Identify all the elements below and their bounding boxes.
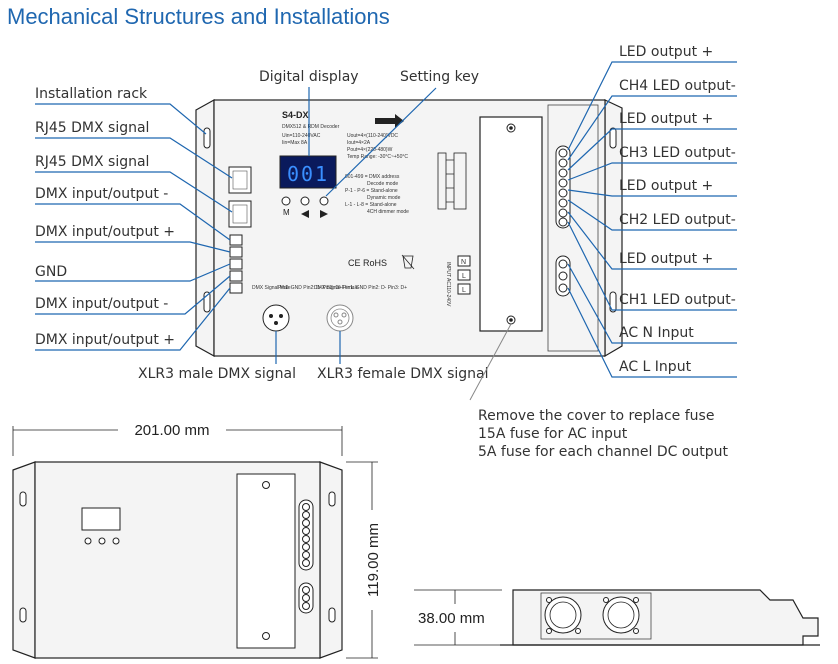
- spec-out-voltage: Uout=4×(110-240)VDC: [347, 133, 398, 139]
- dimension-depth: 38.00 mm: [418, 610, 485, 627]
- terminal-d-plus-2: [229, 282, 243, 294]
- terminal-gnd: [229, 258, 243, 270]
- certification-marks: CE RoHS: [348, 258, 387, 268]
- fuse-note-line-1: Remove the cover to replace fuse: [478, 408, 714, 424]
- fuse-note-line-3: 5A fuse for each channel DC output: [478, 444, 729, 460]
- label-ac-n: AC N Input: [619, 325, 694, 341]
- left-arrow-icon: [301, 210, 309, 218]
- direction-arrow-icon: [375, 114, 404, 128]
- dimension-height: 119.00 mm: [365, 523, 382, 597]
- terminal-d-minus-1: [229, 234, 243, 246]
- label-dmx-plus-2: DMX input/output +: [35, 332, 175, 348]
- weee-bin-icon: [402, 255, 414, 269]
- mode-line-2: P-1 - P-6 = Stand-alone: [345, 188, 398, 194]
- mode-line-3: L-1 - L-8 = Stand-alone: [345, 202, 397, 208]
- spec-out-power: Pout=4×(220-480)W: [347, 147, 393, 153]
- front-fuse-cover: [236, 473, 296, 649]
- terminal-d-minus-2: [229, 270, 243, 282]
- rack-hole-top-right: [609, 127, 617, 149]
- right-arrow-icon: [320, 210, 328, 218]
- label-ch3: CH3 LED output-: [619, 145, 736, 161]
- rj45-port-2-socket: [232, 204, 248, 224]
- label-ch1: CH1 LED output-: [619, 292, 736, 308]
- mode-line-3b: 4CH dimmer mode: [367, 209, 409, 215]
- device-subtitle: DMX512 & RDM Decoder: [282, 124, 340, 130]
- label-digital-display: Digital display: [259, 69, 359, 85]
- left-callouts: Installation rack RJ45 DMX signal RJ45 D…: [35, 86, 233, 351]
- label-ac-l: AC L Input: [619, 359, 692, 375]
- ac-terminal-n: [457, 255, 471, 267]
- ac-terminal-l2: [457, 283, 471, 295]
- button-mode-label: M: [283, 208, 290, 217]
- bottom-callouts: XLR3 male DMX signal XLR3 female DMX sig…: [138, 323, 512, 401]
- label-dmx-plus-1: DMX input/output +: [35, 224, 175, 240]
- fuse-note-line-2: 15A fuse for AC input: [478, 426, 628, 442]
- model-name: S4-DX: [282, 110, 309, 120]
- rack-hole-bottom-right: [609, 291, 617, 313]
- right-callouts: LED output + CH4 LED output- LED output …: [567, 44, 737, 378]
- button-up[interactable]: [300, 196, 310, 206]
- page-title: Mechanical Structures and Installations: [7, 4, 390, 29]
- output-channel-symbols: [437, 152, 467, 210]
- label-dmx-minus-2: DMX input/output -: [35, 296, 168, 312]
- label-ch2: CH2 LED output-: [619, 212, 736, 228]
- fuse-cover: [479, 116, 543, 332]
- side-view: 38.00 mm: [414, 589, 820, 646]
- label-xlr-female: XLR3 female DMX signal: [317, 366, 489, 382]
- button-mode[interactable]: [281, 196, 291, 206]
- xlr-male-caption: DMX Signal Male: [252, 285, 291, 291]
- spec-in-voltage: Uin=110-240VAC: [282, 133, 321, 139]
- mode-line-2b: Dynamic mode: [367, 195, 401, 201]
- label-installation-rack: Installation rack: [35, 86, 148, 102]
- label-rj45-1: RJ45 DMX signal: [35, 120, 149, 136]
- label-led-plus-4: LED output +: [619, 251, 713, 267]
- mode-line-1b: Decode mode: [367, 181, 398, 187]
- xlr-male-pins: Pin1: GND Pin2: D- Pin3: D+: [278, 285, 342, 291]
- rack-hole-top-left: [203, 127, 211, 149]
- terminal-panel: [547, 104, 599, 352]
- label-dmx-minus-1: DMX input/output -: [35, 186, 168, 202]
- display-value: 001: [287, 162, 329, 186]
- spec-in-current: Iin=Max 8A: [282, 140, 308, 146]
- fuse-cover-leader: [469, 323, 512, 401]
- digital-display: [279, 155, 337, 189]
- label-gnd: GND: [35, 264, 67, 280]
- ac-terminal-l1-label: L: [462, 273, 466, 280]
- top-callouts: Digital display Setting key: [259, 69, 479, 197]
- label-rj45-2: RJ45 DMX signal: [35, 154, 149, 170]
- device-top-view: S4-DX DMX512 & RDM Decoder Uin=110-240VA…: [195, 98, 623, 358]
- spec-temp-range: Temp Range: -30°C~+50°C: [347, 154, 408, 160]
- label-xlr-male: XLR3 male DMX signal: [138, 366, 296, 382]
- xlr-female-caption: DMX Signal Female: [314, 285, 359, 291]
- label-ch4: CH4 LED output-: [619, 78, 736, 94]
- button-down[interactable]: [319, 196, 329, 206]
- ac-terminal-l2-label: L: [462, 287, 466, 294]
- label-setting-key: Setting key: [400, 69, 479, 85]
- input-rating-label: INPUT AC110-240V: [445, 262, 451, 307]
- spec-out-current: Iout=4×2A: [347, 140, 371, 146]
- dimension-width: 201.00 mm: [134, 422, 209, 439]
- mode-line-1: 001-499 = DMX address: [345, 174, 400, 180]
- rj45-port-1-socket: [232, 170, 248, 190]
- front-display: [81, 507, 121, 531]
- xlr-male-connector: [262, 304, 290, 332]
- ac-input-terminals: [555, 255, 571, 297]
- xlr-female-pins: Pin1: GND Pin2: D- Pin3: D+: [343, 285, 407, 291]
- label-led-plus-3: LED output +: [619, 178, 713, 194]
- rj45-port-2: [228, 200, 252, 228]
- ac-terminal-n-label: N: [461, 259, 466, 266]
- weee-cross-icon: [401, 254, 415, 270]
- rj45-port-1: [228, 166, 252, 194]
- label-led-plus-1: LED output +: [619, 44, 713, 60]
- terminal-d-plus-1: [229, 246, 243, 258]
- side-xlr-2: [602, 596, 640, 634]
- label-led-plus-2: LED output +: [619, 111, 713, 127]
- ac-terminal-l1: [457, 269, 471, 281]
- front-view: 201.00 mm 119.00 mm: [12, 422, 382, 659]
- led-output-terminals: [555, 145, 571, 229]
